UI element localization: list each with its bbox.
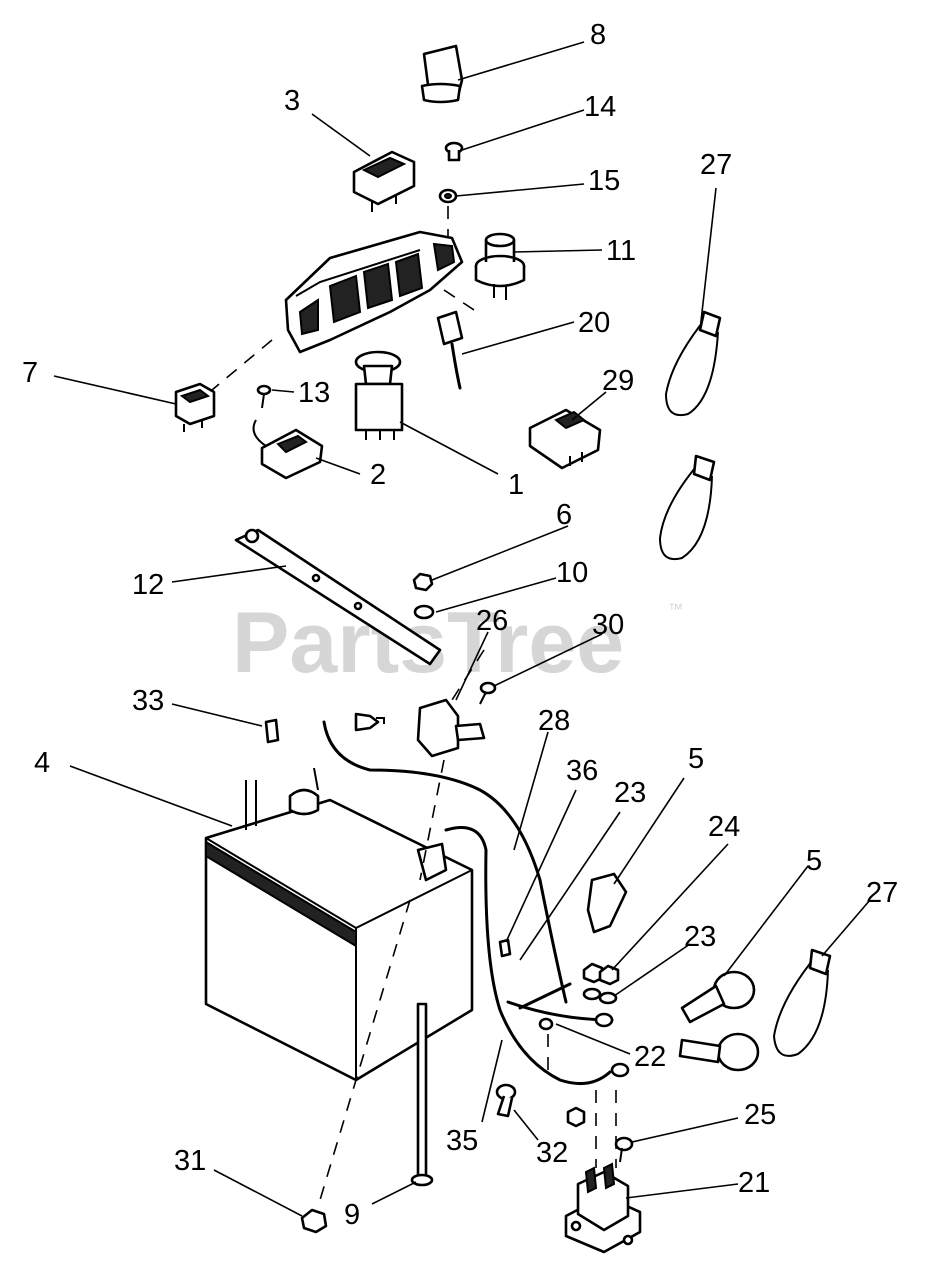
part-30-screw (479, 681, 497, 705)
callout-5-upper: 5 (688, 743, 704, 775)
callout-14: 14 (584, 91, 616, 123)
part-20-connector (436, 310, 464, 390)
cable-tie-middle (658, 454, 716, 560)
dash-panel (284, 230, 464, 354)
part-2-switch (252, 419, 324, 480)
callout-31: 31 (174, 1145, 206, 1177)
part-1-pto-switch (354, 350, 404, 440)
bolt (354, 712, 385, 732)
part-25-bolt (614, 1136, 634, 1163)
leader-lines (53, 41, 871, 1217)
part-31-nut (300, 1208, 328, 1234)
callout-20: 20 (578, 307, 610, 339)
part-26-fuse-holder (416, 698, 486, 758)
callout-4: 4 (34, 747, 50, 779)
callout-12: 12 (132, 569, 164, 601)
part-24-nut (582, 962, 620, 986)
part-5-boot-right (678, 970, 760, 1072)
part-13-screw (256, 384, 272, 409)
part-21-solenoid (564, 1162, 642, 1254)
part-6-nut (412, 572, 434, 592)
part-5-boot-upper (586, 872, 628, 934)
part-27-cable-tie-upper (664, 310, 722, 416)
callout-22: 22 (634, 1041, 666, 1073)
assembly-lines (211, 206, 617, 1201)
part-8-knob (420, 44, 464, 104)
part-14-screw (444, 141, 464, 162)
part-11-ignition-switch (474, 232, 526, 300)
callout-15: 15 (588, 165, 620, 197)
callout-23-lower: 23 (684, 921, 716, 953)
callout-9: 9 (344, 1199, 360, 1231)
wire-harness (322, 720, 630, 1086)
callout-labels: 8 3 14 15 27 11 20 7 13 29 2 1 6 12 10 2… (22, 19, 898, 1231)
callout-23-upper: 23 (614, 777, 646, 809)
part-27-cable-tie-lower (772, 948, 832, 1057)
callout-27-upper: 27 (700, 149, 732, 181)
part-7-switch (174, 382, 216, 432)
part-12-bracket (234, 528, 442, 666)
part-15-washer (438, 188, 458, 204)
part-10-washer (413, 604, 435, 620)
callout-24: 24 (708, 811, 740, 843)
callout-5-lower: 5 (806, 845, 822, 877)
callout-29: 29 (602, 365, 634, 397)
callout-27-lower: 27 (866, 877, 898, 909)
callout-25: 25 (744, 1099, 776, 1131)
callout-28: 28 (538, 705, 570, 737)
part-33-clip (264, 718, 280, 744)
callout-32: 32 (536, 1137, 568, 1169)
part-29-relay (528, 408, 602, 470)
part-4-battery (204, 767, 474, 1082)
small-nut (566, 1106, 586, 1128)
callout-30: 30 (592, 609, 624, 641)
callout-2: 2 (370, 459, 386, 491)
callout-3: 3 (284, 85, 300, 117)
callout-33: 33 (132, 685, 164, 717)
callout-11: 11 (606, 235, 636, 267)
callout-1: 1 (508, 469, 524, 501)
part-9-rod (410, 1002, 434, 1187)
callout-35: 35 (446, 1125, 478, 1157)
part-3-switch (352, 150, 416, 212)
callout-36: 36 (566, 755, 598, 787)
watermark-trademark: ™ (668, 601, 683, 618)
callout-26: 26 (476, 605, 508, 637)
callout-6: 6 (556, 499, 572, 531)
part-23-washer (582, 987, 618, 1005)
callout-13: 13 (298, 377, 330, 409)
part-36-terminal (498, 938, 512, 958)
callout-8: 8 (590, 19, 606, 51)
part-32-bolt (495, 1083, 517, 1118)
callout-7: 7 (22, 357, 38, 389)
callout-21: 21 (738, 1167, 770, 1199)
callout-10: 10 (556, 557, 588, 589)
